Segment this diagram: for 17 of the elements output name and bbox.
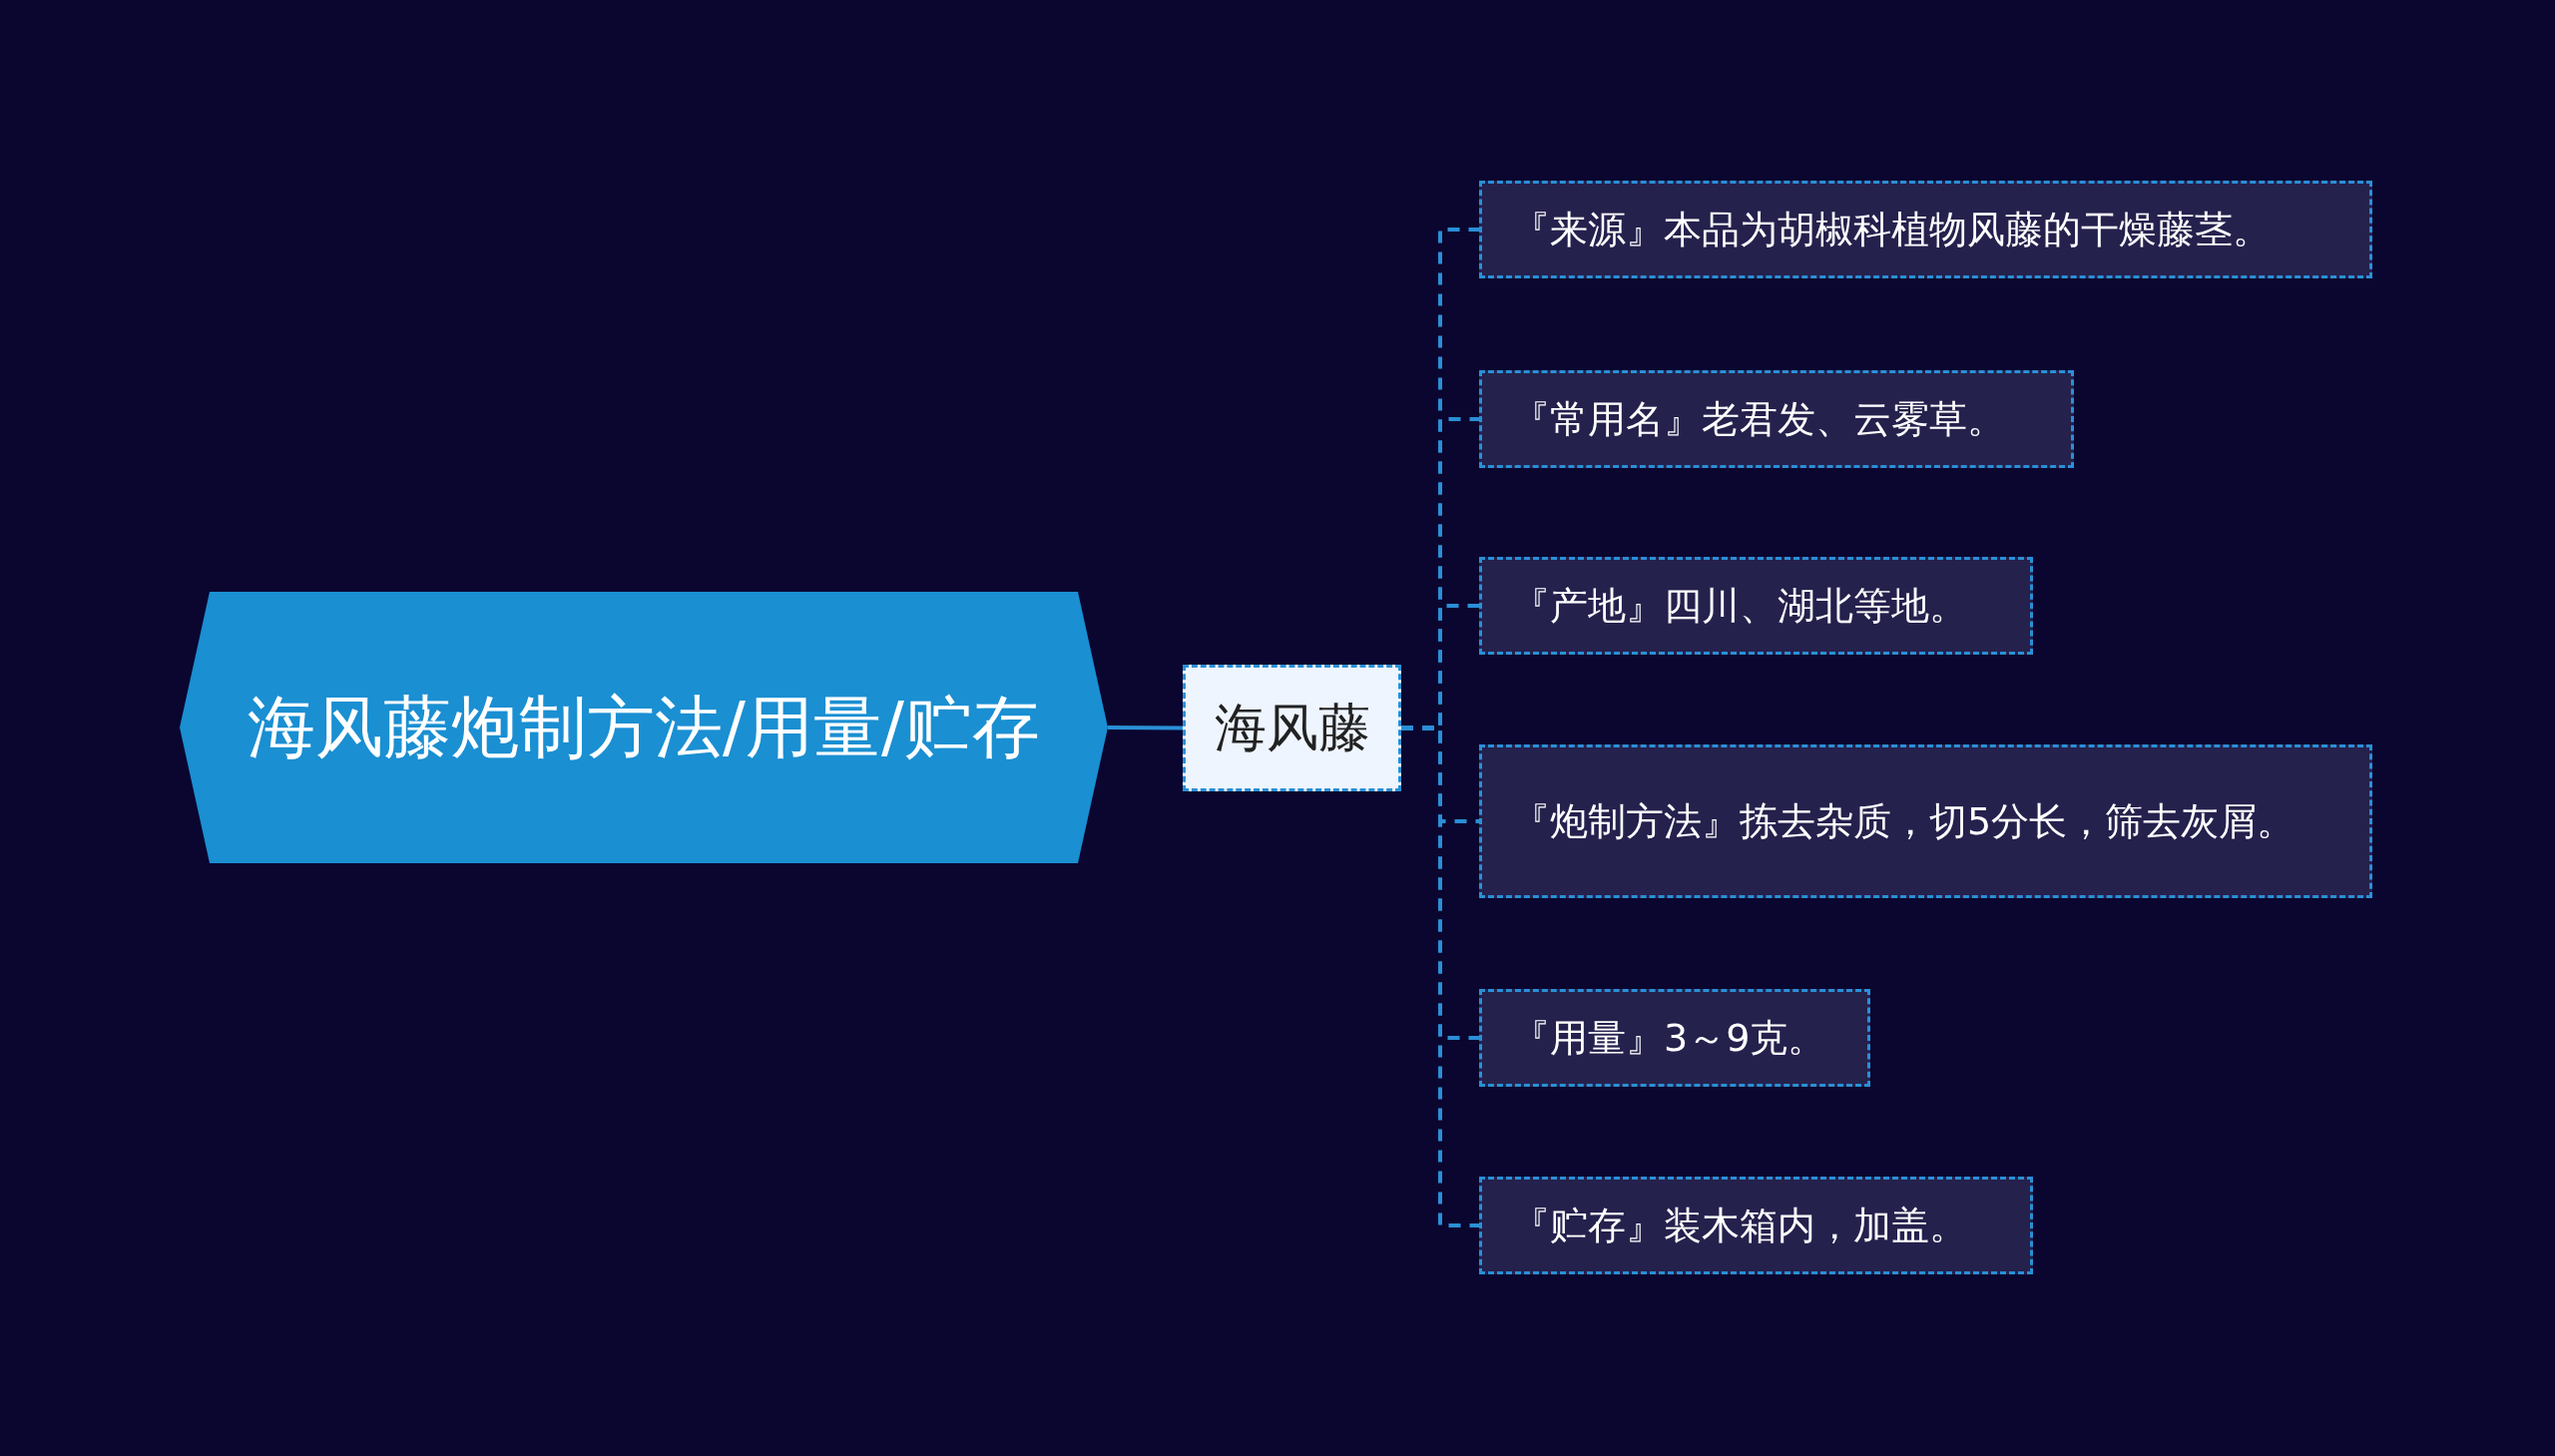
leaf-label: 『产地』四川、湖北等地。 bbox=[1512, 582, 1967, 630]
leaf-box bbox=[1479, 370, 2074, 468]
leaf-box bbox=[1479, 989, 1870, 1087]
leaf-label: 『用量』3～9克。 bbox=[1512, 1014, 1826, 1062]
leaf-box bbox=[1479, 1177, 2033, 1274]
topic-label: 海风藤 bbox=[1214, 696, 1370, 759]
leaf-box bbox=[1479, 181, 2372, 278]
leaf-label: 『常用名』老君发、云雾草。 bbox=[1512, 395, 2005, 443]
topic-box bbox=[1183, 665, 1401, 791]
connector-line bbox=[1108, 726, 1183, 730]
root-hexagon bbox=[180, 592, 1108, 863]
leaf-box bbox=[1479, 744, 2372, 898]
leaf-box bbox=[1479, 557, 2033, 655]
leaf-label: 『炮制方法』拣去杂质，切5分长，筛去灰屑。 bbox=[1512, 797, 2296, 845]
leaf-label: 『贮存』装木箱内，加盖。 bbox=[1512, 1202, 1967, 1249]
leaf-label: 『来源』本品为胡椒科植物风藤的干燥藤茎。 bbox=[1512, 206, 2271, 253]
root-title: 海风藤炮制方法/用量/贮存 bbox=[248, 687, 1040, 769]
